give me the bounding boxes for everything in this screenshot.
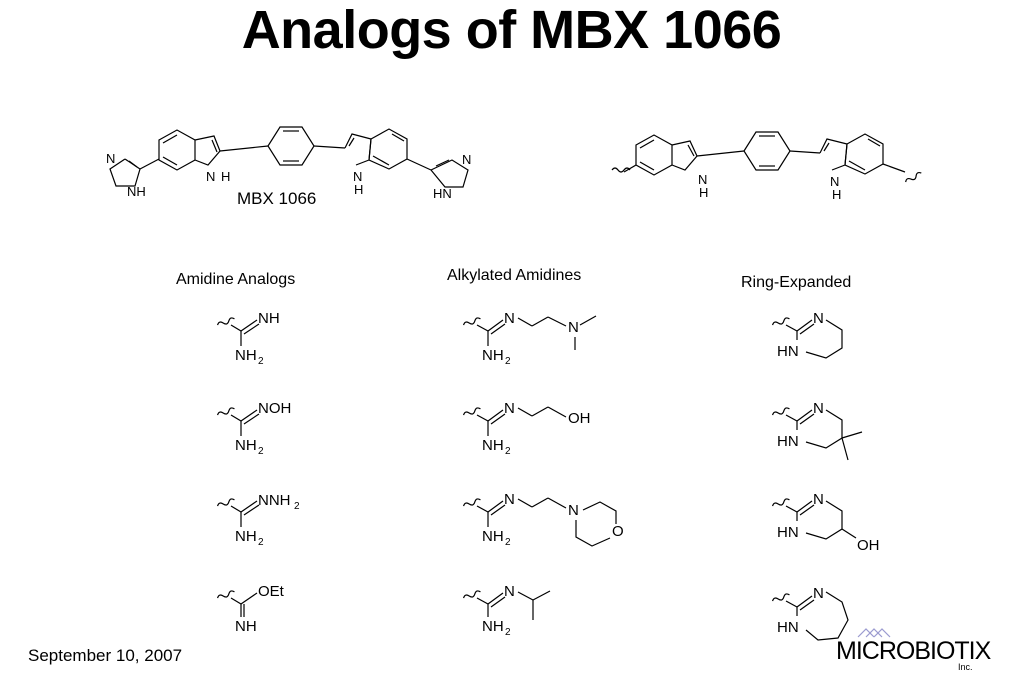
amidine-analog-4: OEt NH xyxy=(216,583,285,635)
ring-expanded-3: N HN OH xyxy=(771,491,880,554)
svg-text:OH: OH xyxy=(857,537,880,554)
svg-text:2: 2 xyxy=(505,537,511,548)
svg-text:NH: NH xyxy=(482,528,504,545)
svg-text:NH: NH xyxy=(127,184,146,199)
svg-text:NH: NH xyxy=(235,528,257,545)
logo-mark xyxy=(857,628,891,638)
svg-text:N: N xyxy=(813,310,824,327)
alkylated-amidine-2: N OH NH 2 xyxy=(462,400,591,457)
slide-title: Analogs of MBX 1066 xyxy=(241,0,782,60)
svg-text:N: N xyxy=(206,169,215,184)
svg-text:O: O xyxy=(612,523,624,540)
ring-expanded-2: N HN xyxy=(771,400,863,461)
alkylated-amidine-3: N N O NH 2 xyxy=(462,491,624,548)
amidine-analog-1: NH NH 2 xyxy=(216,310,280,367)
svg-text:N: N xyxy=(568,319,579,336)
svg-text:NH: NH xyxy=(258,310,280,327)
svg-text:HN: HN xyxy=(777,619,799,636)
svg-text:N: N xyxy=(698,172,707,187)
svg-text:N: N xyxy=(504,583,515,600)
svg-text:H: H xyxy=(832,187,841,202)
svg-text:N: N xyxy=(568,502,579,519)
svg-text:N: N xyxy=(830,174,839,189)
svg-text:NOH: NOH xyxy=(258,400,291,417)
svg-text:NH: NH xyxy=(235,347,257,364)
logo-inc: Inc. xyxy=(958,662,973,672)
svg-text:NH: NH xyxy=(482,347,504,364)
alkylated-amidines-heading: Alkylated Amidines xyxy=(447,267,582,284)
svg-text:HN: HN xyxy=(777,343,799,360)
svg-text:H: H xyxy=(699,185,708,200)
svg-text:NH: NH xyxy=(235,618,257,635)
alkylated-amidine-1: N N NH 2 xyxy=(462,310,597,367)
svg-text:N: N xyxy=(353,169,362,184)
mbx1066-structure: N NH N H N H xyxy=(106,126,471,201)
mbx1066-label: MBX 1066 xyxy=(237,189,317,208)
svg-text:2: 2 xyxy=(505,446,511,457)
svg-text:2: 2 xyxy=(258,356,264,367)
svg-text:N: N xyxy=(106,151,115,166)
generic-core-structure: N H N H xyxy=(611,131,922,202)
svg-text:OH: OH xyxy=(568,410,591,427)
svg-text:N: N xyxy=(813,491,824,508)
ring-expanded-1: N HN xyxy=(771,310,843,360)
svg-text:N: N xyxy=(504,491,515,508)
svg-text:HN: HN xyxy=(777,433,799,450)
svg-text:N: N xyxy=(813,585,824,602)
amidine-analogs-heading: Amidine Analogs xyxy=(176,271,296,288)
svg-text:H: H xyxy=(354,182,363,197)
svg-text:NH: NH xyxy=(235,437,257,454)
svg-text:N: N xyxy=(504,400,515,417)
svg-text:OEt: OEt xyxy=(258,583,285,600)
svg-text:NH: NH xyxy=(482,437,504,454)
ring-expanded-heading: Ring-Expanded xyxy=(741,274,852,291)
slide-date: September 10, 2007 xyxy=(28,646,183,665)
svg-text:N: N xyxy=(504,310,515,327)
svg-text:NNH: NNH xyxy=(258,492,291,509)
microbiotix-logo: MICROBIOTIX Inc. xyxy=(834,625,991,673)
svg-text:NH: NH xyxy=(482,618,504,635)
amidine-analog-3: NNH 2 NH 2 xyxy=(216,492,300,548)
amidine-analog-2: NOH NH 2 xyxy=(216,400,291,457)
svg-text:2: 2 xyxy=(258,446,264,457)
svg-text:HN: HN xyxy=(433,186,452,201)
svg-text:H: H xyxy=(221,169,230,184)
ring-expanded-4: N HN xyxy=(771,585,849,641)
logo-word: MICROBIOTIX xyxy=(836,637,991,665)
svg-text:2: 2 xyxy=(294,501,300,512)
svg-text:2: 2 xyxy=(505,356,511,367)
svg-text:N: N xyxy=(813,400,824,417)
svg-text:2: 2 xyxy=(258,537,264,548)
svg-text:2: 2 xyxy=(505,627,511,638)
alkylated-amidine-4: N NH 2 xyxy=(462,583,551,638)
svg-text:N: N xyxy=(462,152,471,167)
svg-text:HN: HN xyxy=(777,524,799,541)
